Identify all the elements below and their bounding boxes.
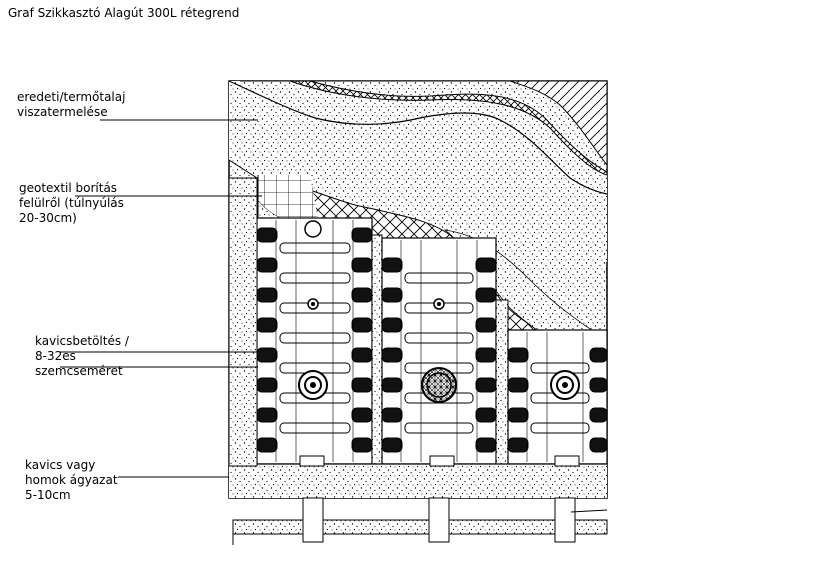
foot-stubs (299, 455, 580, 467)
topsoil-layer (229, 81, 607, 262)
layer-boundary-line (228, 80, 608, 195)
column-top-edge (228, 159, 258, 179)
gravel-gap-1 (371, 234, 383, 467)
grid-layer (258, 175, 320, 230)
leader-lines (60, 119, 262, 478)
bedding-layer (229, 464, 607, 498)
label-topsoil: eredeti/termőtalaj viszatermelése (17, 90, 126, 119)
tunnel-module-3 (507, 329, 608, 465)
tunnel-module-1 (256, 217, 373, 465)
gravel-gap-2 (495, 299, 509, 467)
tunnel-module-2 (381, 237, 497, 465)
left-gravel-column (228, 177, 258, 467)
diagram-title: Graf Szikkasztó Alagút 300L rétegrend (8, 6, 240, 20)
label-bedding: kavics vagy homok ágyazat 5-10cm (25, 458, 118, 502)
hatched-layer (240, 80, 608, 176)
diagonal-hatch-layer (509, 80, 608, 167)
sand-band (309, 80, 608, 173)
label-geotextile: geotextil borítás felülről (túlnyúlás 20… (19, 181, 124, 225)
substructure (232, 497, 608, 545)
